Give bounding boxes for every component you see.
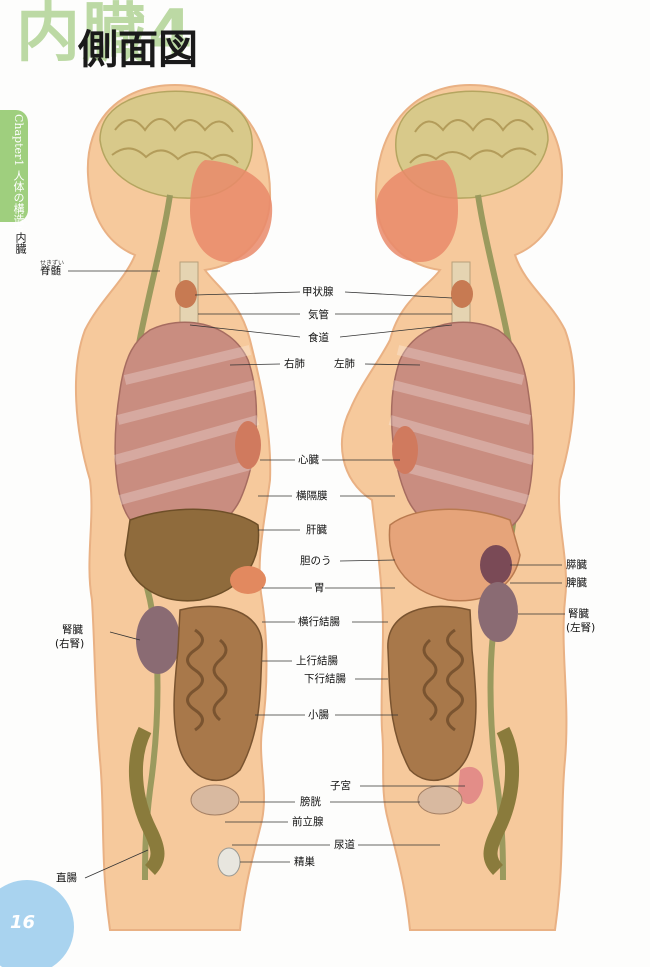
page-title: 側面図 (78, 26, 198, 73)
label-pancreas: 膵臓 (566, 559, 587, 571)
male-thyroid (175, 280, 197, 308)
male-bladder (190, 784, 240, 816)
line-gallbladder (339, 559, 396, 562)
label-gallbladder: 胆のう (300, 555, 332, 567)
label-stomach: 胃 (314, 582, 325, 594)
label-kidney-left-sub: (左腎) (566, 622, 596, 634)
label-rectum: 直腸 (56, 872, 77, 884)
label-esophagus: 食道 (308, 332, 329, 344)
male-heart (235, 421, 261, 469)
line-left-lung (364, 363, 421, 366)
label-kidney-left: 腎臓 (568, 608, 589, 620)
line-esophagus-left (189, 324, 301, 338)
female-uterus (458, 766, 484, 805)
male-rectum (129, 726, 165, 875)
male-kidney (136, 606, 180, 674)
male-stomach (230, 566, 266, 594)
label-kidney-right: 腎臓 (62, 624, 83, 636)
label-descending-colon: 下行結腸 (304, 673, 346, 685)
chapter-tab-text: Chapter1 人体の構造を知る (12, 114, 25, 258)
label-ascending-colon: 上行結腸 (296, 655, 338, 667)
section-title-background: 内臓4 (16, 0, 195, 71)
female-figure (340, 83, 576, 931)
female-thyroid (451, 280, 473, 308)
male-lung-stripes (113, 345, 260, 505)
label-trachea: 気管 (308, 309, 329, 321)
label-left-lung: 左肺 (334, 358, 355, 370)
label-diaphragm: 横隔膜 (296, 490, 328, 502)
male-figure (74, 83, 273, 931)
male-intestine-coils (186, 628, 228, 732)
female-lung-stripes (388, 345, 535, 505)
label-heart: 心臓 (298, 454, 319, 466)
line-rectum (84, 849, 149, 879)
male-brain-folds (111, 118, 239, 164)
label-liver: 肝臓 (306, 524, 327, 536)
label-testis: 精巣 (294, 856, 315, 868)
female-kidney (478, 582, 518, 642)
section-label: 内臓 (14, 232, 27, 254)
label-small-intestine: 小腸 (308, 709, 329, 721)
label-prostate: 前立腺 (292, 816, 324, 828)
male-face-cavity (190, 160, 273, 262)
female-spleen (480, 545, 512, 585)
female-heart (392, 426, 418, 474)
label-spinal-cord: 脊髄 (40, 265, 61, 277)
label-kidney-right-sub: (右腎) (55, 638, 85, 650)
chapter-tab (0, 110, 28, 222)
line-thyroid-left (194, 291, 301, 296)
line-thyroid-right (344, 291, 453, 299)
female-face-cavity (375, 160, 458, 262)
spinal-cord-ruby: せきずい (40, 260, 65, 267)
label-right-lung: 右肺 (284, 358, 305, 370)
page-number: 16 (10, 912, 36, 933)
line-esophagus-right (339, 324, 453, 338)
label-urethra: 尿道 (334, 839, 355, 851)
label-thyroid: 甲状腺 (302, 286, 334, 298)
label-spleen: 脾臓 (566, 577, 587, 589)
male-testis (217, 847, 241, 877)
female-rectum (483, 726, 519, 875)
female-bladder (417, 785, 463, 815)
label-transverse-colon: 横行結腸 (298, 616, 340, 628)
page-number-circle (0, 880, 74, 967)
label-uterus: 子宮 (330, 780, 351, 792)
line-right-lung (229, 363, 281, 366)
female-intestine-coils (422, 628, 464, 732)
label-bladder: 膀胱 (300, 796, 321, 808)
line-kidney-right (109, 631, 141, 641)
leader-lines (68, 270, 565, 879)
female-brain-folds (409, 118, 537, 164)
